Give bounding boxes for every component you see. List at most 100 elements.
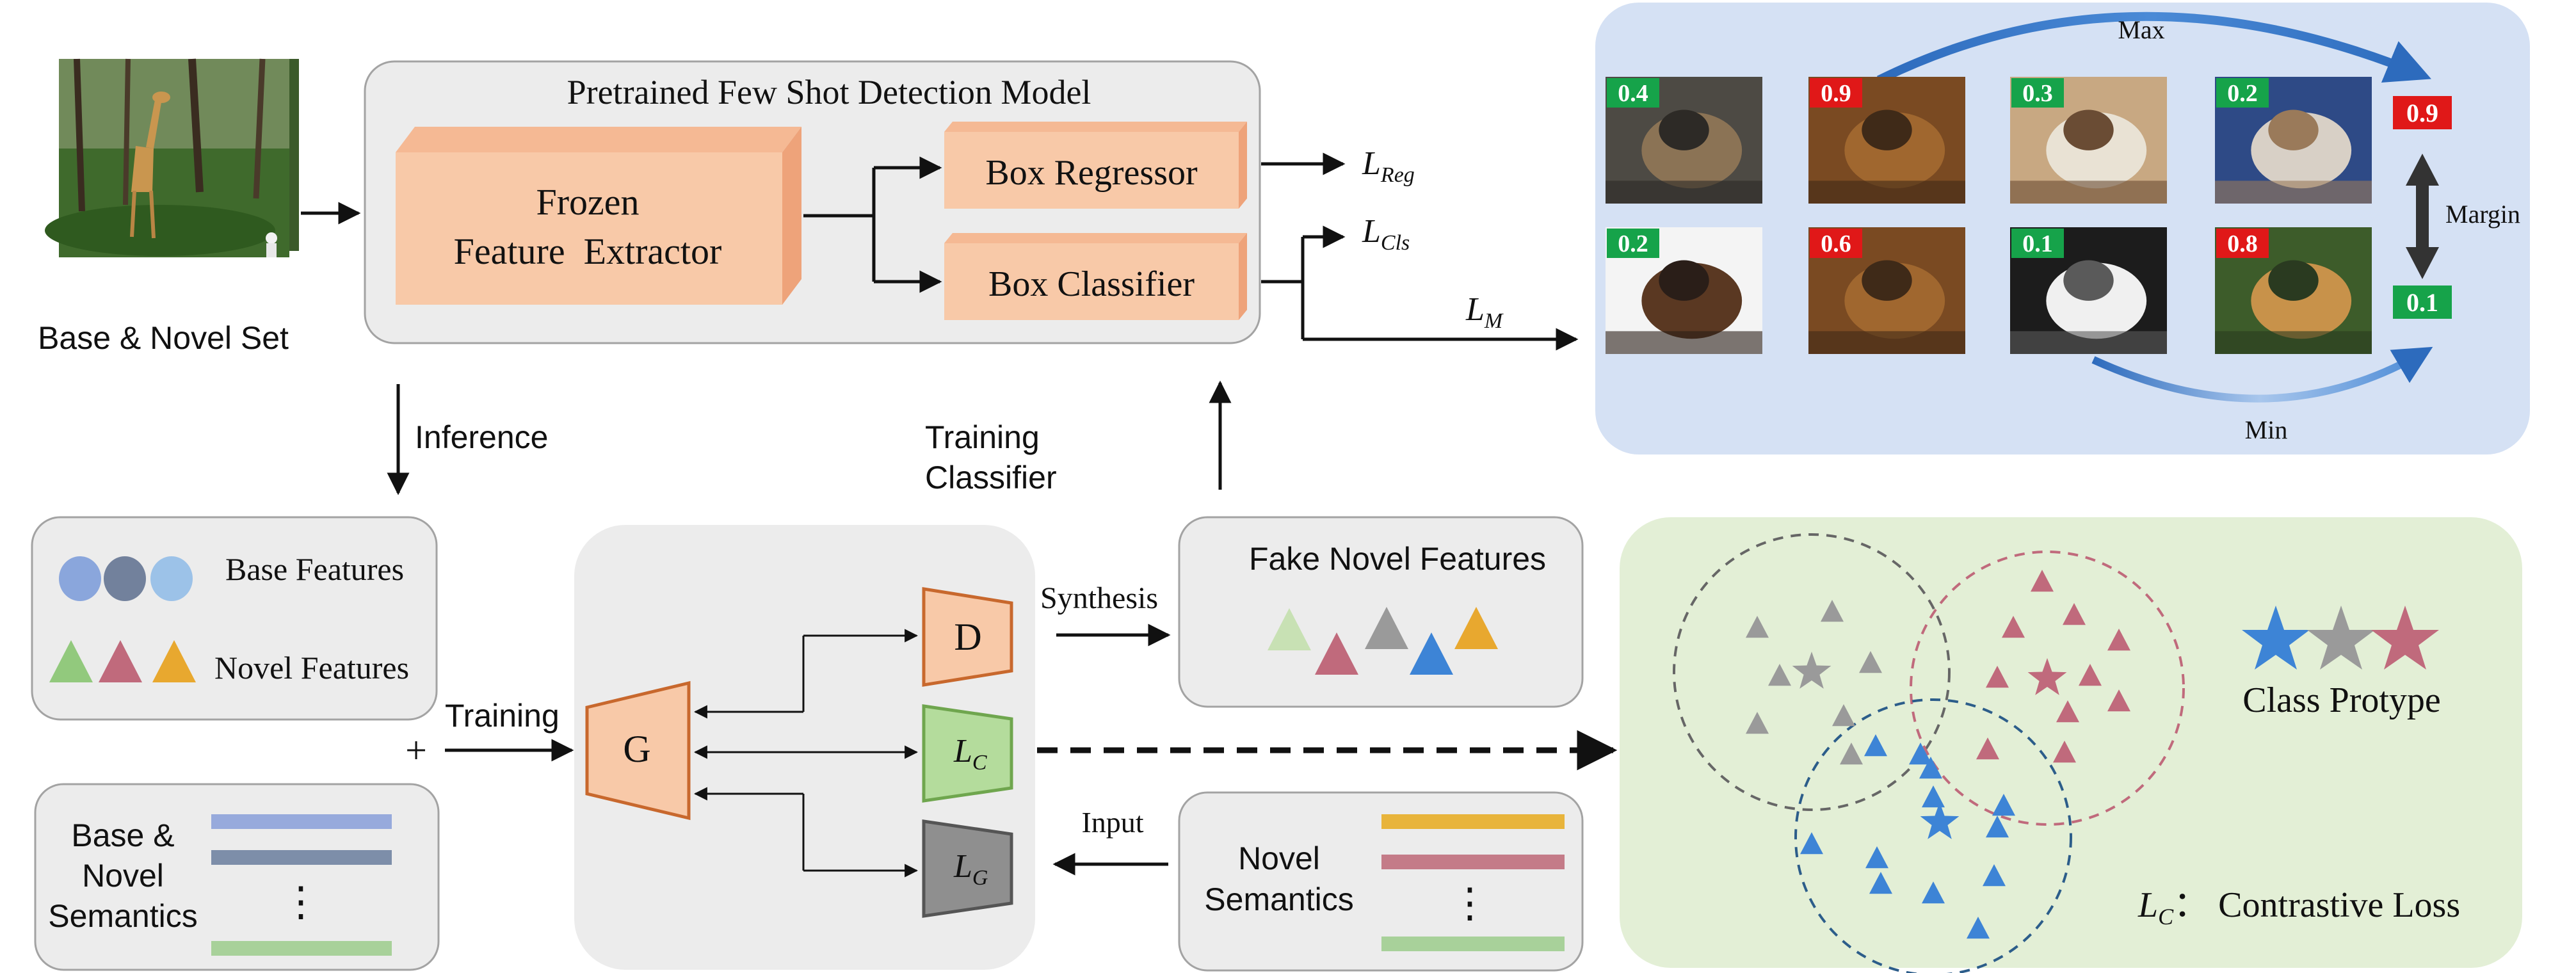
contrastive-loss-legend: LC： Contrastive Loss	[2137, 885, 2460, 929]
extractor-line1: Frozen	[536, 181, 639, 223]
feature-scatter	[1746, 570, 2130, 939]
box-classifier-label: Box Classifier	[988, 264, 1195, 304]
fake-triangle	[1365, 607, 1408, 649]
novel-semantics-line2: Semantics	[1204, 881, 1353, 917]
features-panel	[31, 516, 438, 721]
score-badge: 0.2	[1607, 229, 1659, 258]
base-feature-circle	[104, 556, 146, 601]
model-title: Pretrained Few Shot Detection Model	[567, 73, 1091, 111]
feature-point	[2056, 700, 2079, 723]
input-flow-label: Input	[1081, 806, 1143, 839]
image-thumbnail: 0.6	[1808, 227, 1965, 354]
feature-point	[1865, 846, 1888, 869]
feature-point	[1909, 743, 1932, 765]
legend-stars	[2242, 606, 2439, 670]
fake-triangle	[1268, 608, 1311, 650]
feature-point	[1840, 743, 1863, 765]
novel-semantics-line1: Novel	[1238, 840, 1320, 876]
training-label: Training	[445, 698, 559, 734]
base-features-label: Base Features	[225, 551, 404, 587]
max-label: Max	[2118, 15, 2164, 44]
score-text: 0.3	[2022, 80, 2053, 107]
image-thumbnail: 0.8	[2215, 227, 2372, 354]
feature-point	[2031, 570, 2054, 592]
class-prototype-label: Class Protype	[2242, 680, 2441, 720]
image-thumbnail: 0.4	[1606, 77, 1762, 204]
loss-cls: LCls	[1362, 213, 1410, 255]
fake-feature-triangles	[1268, 607, 1498, 675]
novel-semantic-bar	[1381, 814, 1565, 829]
score-badge: 0.6	[1810, 229, 1862, 258]
loss-reg: LReg	[1362, 145, 1415, 187]
synthesis-label: Synthesis	[1040, 581, 1158, 615]
feature-point	[1986, 666, 2009, 688]
extractor-to-heads-arrows	[803, 156, 942, 293]
top-score-badge: 0.9	[2393, 96, 2452, 129]
feature-point	[1768, 664, 1791, 686]
margin-label: Margin	[2445, 200, 2520, 229]
loss-m: LM	[1465, 291, 1504, 333]
semantics-panel	[34, 783, 440, 971]
image-thumbnail: 0.9	[1808, 77, 1965, 204]
fake-features-panel	[1178, 516, 1584, 708]
image-thumbnail: 0.2	[2215, 77, 2372, 204]
score-badge: 0.8	[2216, 229, 2269, 258]
margin-double-arrow	[2406, 154, 2439, 279]
class-prototype-star	[1920, 802, 1960, 839]
semantic-bar	[211, 850, 392, 865]
inference-label: Inference	[415, 419, 548, 455]
input-image-stack	[45, 58, 299, 257]
feature-point	[1821, 600, 1844, 622]
feature-point	[1986, 816, 2009, 838]
feature-point	[2002, 616, 2025, 638]
novel-features-label: Novel Features	[214, 650, 409, 686]
semantic-bar	[211, 941, 392, 956]
plus-sign: +	[405, 729, 427, 771]
novel-semantic-bar	[1381, 855, 1565, 869]
gray-prototype-star	[2307, 606, 2375, 670]
semantic-bar	[211, 814, 392, 829]
score-badge: 0.4	[1607, 78, 1659, 108]
feature-point	[1967, 917, 1990, 939]
novel-feature-triangle	[152, 640, 196, 682]
class-prototype-star	[1792, 652, 1831, 689]
feature-point	[1864, 734, 1887, 757]
image-grid: 0.4 0.9 0.3 0.2 0.2 0.6 0.1 0.8	[1606, 77, 2372, 354]
novel-semantic-bar	[1381, 937, 1565, 951]
class-prototype-star	[2027, 658, 2067, 695]
pink-class-cluster	[1910, 551, 2185, 826]
feature-point	[1976, 737, 1999, 760]
score-text: 0.2	[1618, 230, 1648, 257]
discriminator-d	[922, 587, 1013, 687]
feature-point	[1922, 881, 1945, 904]
feature-point	[2107, 689, 2130, 712]
novel-feature-triangles	[49, 640, 196, 682]
novel-semantics-panel	[1178, 791, 1584, 972]
feature-point	[1859, 651, 1882, 673]
input-label: Base & Novel Set	[38, 320, 289, 356]
score-text: 0.1	[2022, 230, 2053, 257]
pink-prototype-star	[2371, 606, 2439, 670]
giraffe-figure	[130, 92, 170, 239]
feature-point	[1922, 785, 1945, 808]
feature-point	[1746, 712, 1769, 734]
max-arc	[1876, 12, 2431, 84]
feature-point	[1983, 864, 2006, 887]
feature-extractor-box	[396, 127, 801, 305]
fake-triangle	[1315, 632, 1358, 675]
gray-class-cluster	[1673, 533, 1951, 811]
box-regressor-label: Box Regressor	[985, 153, 1198, 193]
score-badge: 0.2	[2216, 78, 2269, 108]
box-classifier-box	[944, 233, 1247, 320]
min-label: Min	[2245, 415, 2288, 444]
feature-point	[2053, 741, 2076, 763]
novel-semantics-ellipsis: ⋮	[1449, 880, 1490, 926]
base-feature-circles	[59, 556, 193, 601]
generator-loss-label: LG	[953, 848, 988, 890]
blue-prototype-star	[2242, 606, 2310, 670]
score-text: 0.2	[2227, 80, 2258, 107]
fake-triangle	[1454, 607, 1498, 649]
top-score-text: 0.9	[2406, 99, 2438, 127]
image-thumbnail: 0.3	[2010, 77, 2167, 204]
